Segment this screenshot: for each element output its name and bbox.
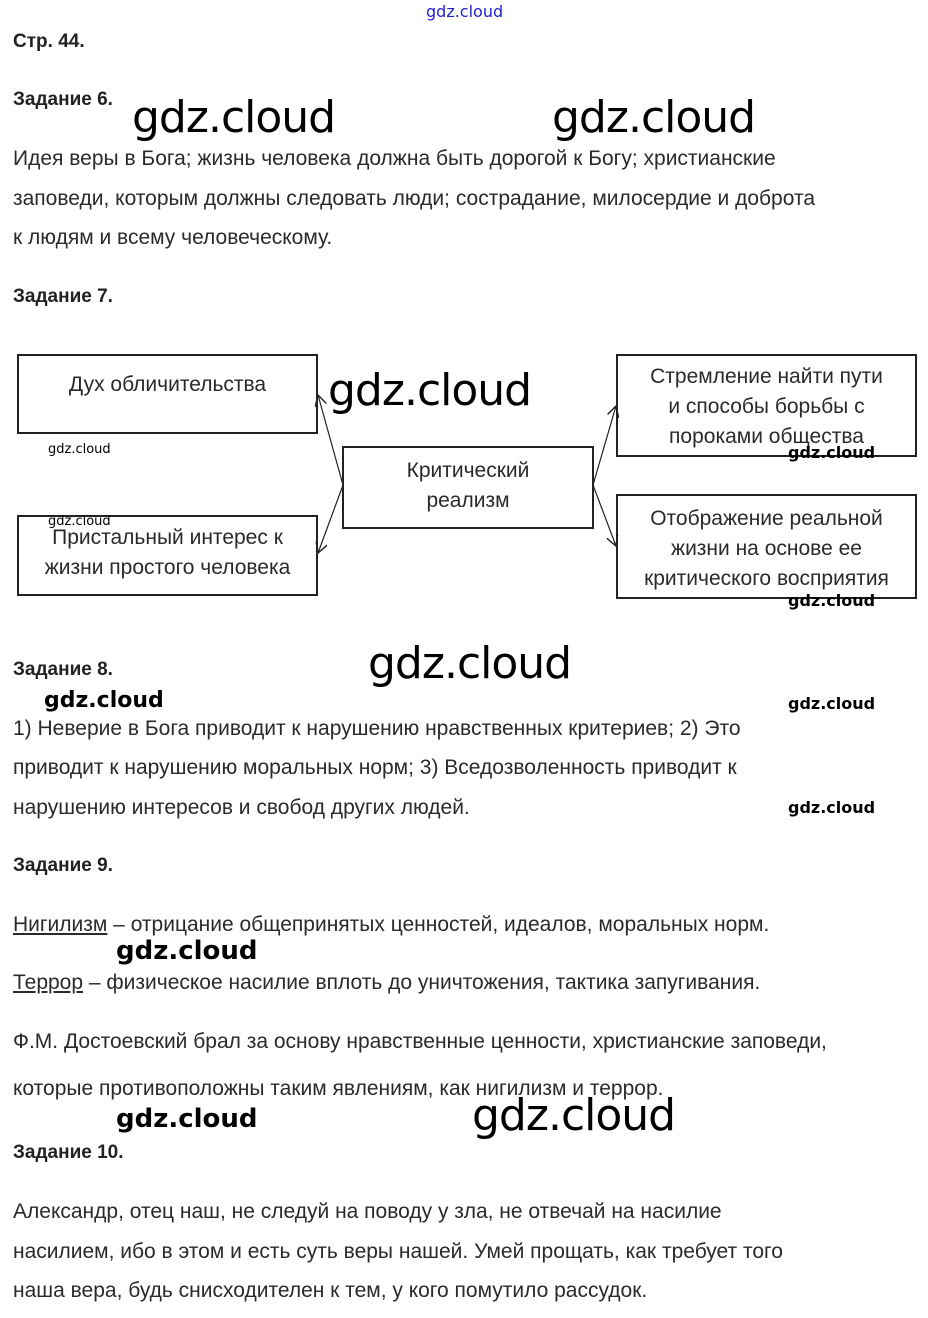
page-label: Стр. 44.	[13, 31, 85, 52]
diagram-box-left-top: Дух обличительства	[17, 354, 318, 434]
arrow-right-bottom	[592, 484, 616, 546]
watermark: gdz.cloud	[48, 514, 111, 529]
term: Террор	[13, 971, 84, 994]
watermark: gdz.cloud	[328, 365, 532, 416]
watermark: gdz.cloud	[44, 688, 164, 713]
box-text: Дух обличительства	[68, 373, 267, 396]
term-definition: Террор – физическое насилие вплоть до ун…	[13, 971, 760, 995]
task-8-line: нарушению интересов и свобод других люде…	[13, 796, 470, 819]
watermark: gdz.cloud	[116, 936, 258, 966]
task-6-line: Идея веры в Бога; жизнь человека должна …	[13, 147, 776, 170]
arrow-right-top	[592, 406, 616, 486]
definition: – физическое насилие вплоть до уничтожен…	[83, 971, 761, 994]
watermark: gdz.cloud	[552, 92, 756, 143]
task-6-title: Задание 6.	[13, 89, 113, 110]
watermark: gdz.cloud	[472, 1090, 676, 1141]
watermark: gdz.cloud	[132, 92, 336, 143]
task-10-title: Задание 10.	[13, 1142, 124, 1163]
watermark: gdz.cloud	[116, 1104, 258, 1134]
box-text: критического восприятия	[644, 567, 889, 590]
task-10-line: Александр, отец наш, не следуй на поводу…	[13, 1200, 722, 1223]
term-definition: Нигилизм – отрицание общепринятых ценнос…	[13, 913, 769, 937]
definition: – отрицание общепринятых ценностей, идеа…	[107, 913, 770, 936]
box-text: Критический	[406, 459, 530, 482]
box-text: жизни простого человека	[44, 556, 291, 579]
task-9-title: Задание 9.	[13, 855, 113, 876]
task-9-line: которые противоположны таким явлениям, к…	[13, 1077, 664, 1100]
box-text: Отображение реальной	[650, 507, 883, 530]
diagram-box-left-bottom: Пристальный интерес к жизни простого чело…	[17, 515, 318, 596]
task-8-line: 1) Неверие в Бога приводит к нарушению н…	[13, 717, 741, 740]
task-6-line: заповеди, которым должны следовать люди;…	[13, 187, 816, 210]
diagram-box-right-bottom: Отображение реальной жизни на основе ее кр…	[616, 494, 917, 599]
term: Нигилизм	[13, 913, 108, 936]
task-9-line: Ф.М. Достоевский брал за основу нравстве…	[13, 1030, 827, 1053]
box-text: Стремление найти пути	[650, 365, 883, 388]
task-6-line: к людям и всему человеческому.	[13, 226, 333, 249]
task-7-title: Задание 7.	[13, 286, 113, 307]
task-10-line: насилием, ибо в этом и есть суть веры на…	[13, 1240, 783, 1263]
box-text: и способы борьбы с	[668, 395, 865, 418]
box-text: реализм	[426, 489, 510, 512]
diagram-box-right-top: Стремление найти пути и способы борьбы с п…	[616, 354, 917, 457]
arrow-left-top	[318, 395, 344, 486]
task-8-title: Задание 8.	[13, 659, 113, 680]
diagram-box-center: Критический реализм	[342, 446, 594, 529]
watermark: gdz.cloud	[48, 442, 111, 457]
watermark: gdz.cloud	[368, 638, 572, 689]
watermark: gdz.cloud	[788, 591, 876, 610]
watermark: gdz.cloud	[788, 694, 876, 713]
watermark: gdz.cloud	[788, 798, 876, 817]
watermark: gdz.cloud	[426, 2, 504, 21]
task-10-line: наша вера, будь снисходителен к тем, у к…	[13, 1279, 648, 1302]
task-8-line: приводит к нарушению моральных норм; 3) …	[13, 756, 737, 779]
box-text: пороками общества	[669, 425, 864, 448]
arrow-left-bottom	[318, 484, 344, 553]
watermark: gdz.cloud	[788, 443, 876, 462]
box-text: жизни на основе ее	[671, 537, 862, 560]
box-text: Пристальный интерес к	[52, 526, 283, 549]
